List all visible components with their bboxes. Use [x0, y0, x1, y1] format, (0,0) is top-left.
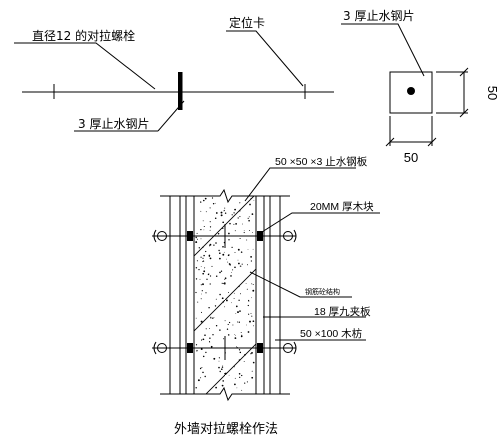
dim-tick-left [385, 137, 395, 147]
wood-block-upper-left [187, 231, 193, 241]
nut-upper-left [157, 231, 167, 241]
leader-washer [261, 212, 380, 233]
bolt-elevation: 直径12 的对拉螺栓 定位卡 3 厚止水钢片 [14, 15, 334, 132]
nut-lower-right [283, 343, 293, 353]
dim-tick-top [459, 67, 469, 77]
leader-plate-spec [244, 167, 356, 202]
plate-leader-line [157, 100, 185, 132]
dim-tick-right [427, 137, 437, 147]
drawing-caption: 外墙对拉螺栓作法 [174, 422, 278, 437]
break-line-top [160, 188, 290, 204]
clip-leader-line [226, 30, 304, 87]
plate-width-dimension: 50 [404, 150, 418, 165]
label-formwork: 18 厚九夹板 [314, 305, 371, 318]
dim-tick-bottom [459, 108, 469, 118]
wood-block-lower-right [257, 343, 263, 353]
waterstop-plate-edge [178, 72, 183, 110]
break-line-bottom [160, 386, 290, 402]
bolt-leader-line [14, 42, 156, 90]
bolt-hole [407, 87, 415, 95]
label-washer: 20MM 厚木块 [310, 201, 374, 213]
plate-height-dimension: 50 [485, 86, 498, 100]
label-plate-spec: 50 ×50 ×3 止水钢板 [275, 155, 368, 168]
nut-lower-left [157, 343, 167, 353]
label-batten: 50 ×100 木枋 [300, 327, 363, 340]
clamp-lower-right [293, 341, 297, 355]
waterstop-plate-label-lower: 3 厚止水钢片 [78, 117, 149, 131]
clamp-lower-left [153, 341, 157, 355]
waterstop-plate-square [389, 71, 433, 114]
nut-upper-right [283, 231, 293, 241]
leader-concrete [249, 271, 352, 298]
positioning-clip-label: 定位卡 [229, 15, 265, 30]
plate-plan-leader [341, 23, 425, 77]
bolt-label: 直径12 的对拉螺栓 [32, 28, 135, 43]
concrete-speckle [195, 197, 255, 391]
clamp-upper-left [153, 229, 157, 243]
wall-section: 50 ×50 ×3 止水钢板 20MM 厚木块 钢筋砼结构 18 厚九夹板 50… [152, 155, 380, 402]
clamp-upper-right [293, 229, 297, 243]
wood-block-lower-left [187, 343, 193, 353]
wood-block-upper-right [257, 231, 263, 241]
plate-plan-view: 3 厚止水钢片 50 50 [341, 9, 498, 165]
waterstop-plate-label-right: 3 厚止水钢片 [343, 9, 414, 23]
label-concrete: 钢筋砼结构 [305, 287, 340, 296]
